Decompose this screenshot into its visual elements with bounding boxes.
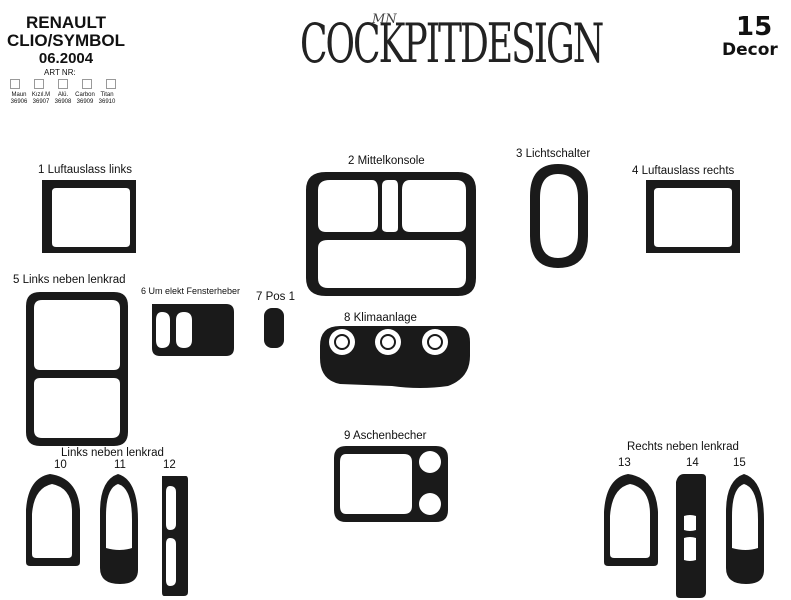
label-part-13: 13	[618, 457, 631, 469]
make-text: RENAULT	[26, 13, 106, 32]
part-9-shape	[334, 446, 448, 522]
material-checkbox[interactable]	[10, 79, 20, 89]
label-part-3: 3 Lichtschalter	[516, 148, 591, 160]
label-part-11: 11	[114, 459, 126, 471]
material-checkbox[interactable]	[34, 79, 44, 89]
part-3-shape	[530, 164, 588, 268]
material-item: Alü.36908	[54, 92, 72, 105]
label-part-12: 12	[163, 459, 176, 471]
part-6-shape	[152, 304, 234, 356]
label-group-right: Rechts neben lenkrad	[627, 441, 739, 453]
part-14-shape	[676, 474, 706, 598]
part-4-shape	[646, 180, 740, 253]
label-part-8: 8 Klimaanlage	[344, 312, 417, 324]
label-part-6: 6 Um elekt Fensterheber	[141, 286, 241, 296]
part-5-shape	[26, 292, 128, 446]
material-checkboxes	[10, 79, 130, 89]
label-group-left: Links neben lenkrad	[61, 447, 164, 459]
art-nr-label: ART NR:	[44, 68, 76, 77]
material-checkbox[interactable]	[82, 79, 92, 89]
climate-knob-right	[427, 334, 443, 350]
label-part-15: 15	[733, 457, 746, 469]
kit-number: 15	[736, 12, 773, 42]
label-part-2: 2 Mittelkonsole	[348, 155, 425, 167]
model-text: CLIO/SYMBOL	[6, 31, 126, 50]
part-2-shape	[306, 172, 476, 296]
label-part-14: 14	[686, 457, 699, 469]
part-1-shape	[42, 180, 136, 253]
label-part-9: 9 Aschenbecher	[344, 430, 427, 442]
material-checkbox[interactable]	[58, 79, 68, 89]
material-checkbox[interactable]	[106, 79, 116, 89]
date-text: 06.2004	[38, 50, 94, 67]
part-15-shape	[726, 474, 764, 584]
label-part-1: 1 Luftauslass links	[38, 164, 132, 176]
climate-knob-center	[380, 334, 396, 350]
part-11-shape	[100, 474, 138, 584]
brand-logo: COCKPITDESIGN	[300, 14, 604, 76]
part-13-shape	[604, 474, 658, 566]
part-10-shape	[26, 474, 80, 566]
vehicle-title: RENAULT CLIO/SYMBOL 06.2004	[0, 14, 132, 68]
brand-monogram: MN	[372, 12, 397, 27]
part-12-shape	[162, 476, 188, 596]
climate-knob-left	[334, 334, 350, 350]
label-part-10: 10	[54, 459, 67, 471]
part-8-shape	[320, 326, 470, 388]
label-part-7: 7 Pos 1	[256, 291, 295, 303]
label-part-4: 4 Luftauslass rechts	[632, 165, 735, 177]
kit-type: Decor	[722, 40, 778, 60]
label-part-5: 5 Links neben lenkrad	[13, 274, 126, 286]
part-7-shape	[264, 308, 284, 348]
